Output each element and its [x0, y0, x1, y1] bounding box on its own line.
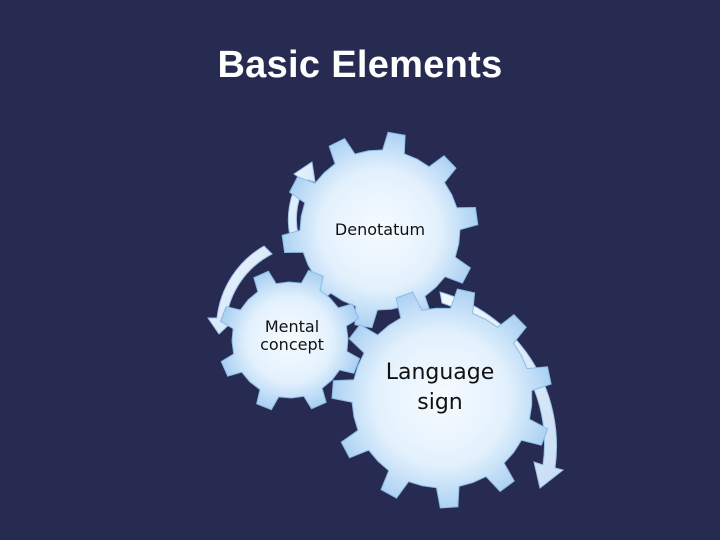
gears — [219, 131, 552, 509]
gear-label-denotatum: Denotatum — [334, 220, 426, 239]
gear-label-mental-concept: Mental concept — [260, 317, 324, 355]
gear-label-language-sign: Language sign — [385, 360, 495, 416]
slide-title: Basic Elements — [217, 44, 503, 86]
gear-mental-concept — [219, 269, 361, 411]
gear-language-sign — [331, 288, 552, 509]
gear-denotatum — [281, 131, 479, 329]
arrow-top-curved — [287, 161, 316, 237]
